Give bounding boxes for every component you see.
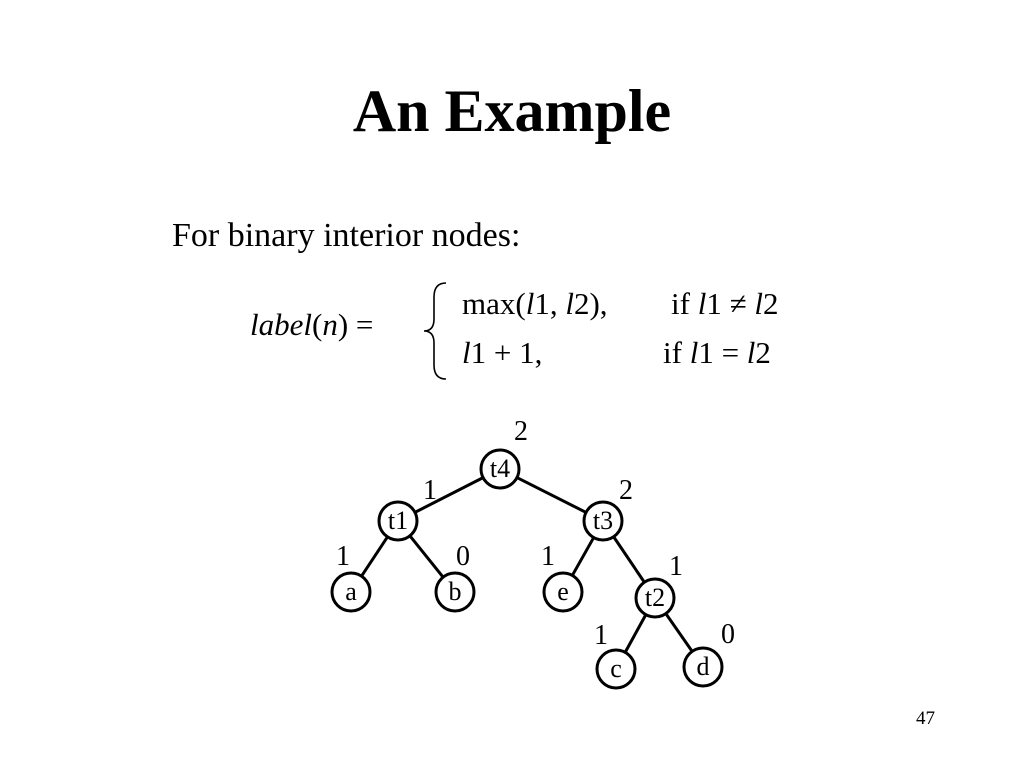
tree-node-value-c: 1 [594, 620, 608, 651]
case-2-var-l1: l [462, 335, 471, 370]
tree-node-value-d: 0 [721, 619, 735, 650]
tree-node-t1 [377, 500, 419, 542]
tree-edge-t2-c [623, 613, 648, 654]
case-1-expression: max(l1, l2), [462, 286, 608, 322]
tree-node-label-b: b [449, 577, 462, 606]
tree-node-label-c: c [610, 654, 622, 683]
case-2-plus-one: 1 + 1, [470, 335, 543, 370]
intro-text: For binary interior nodes: [172, 217, 521, 254]
case-1-not-equal: 1 ≠ [706, 286, 755, 321]
case-1-var-l2: l [565, 286, 574, 321]
tree-node-b [434, 571, 476, 613]
page-number: 47 [916, 708, 935, 729]
case-1-max: max( [462, 286, 526, 321]
tree-node-t3 [582, 500, 624, 542]
lhs-close-paren: ) [337, 307, 349, 342]
lhs-argument: n [322, 307, 338, 342]
tree-node-a [330, 571, 372, 613]
tree-node-value-a: 1 [336, 541, 350, 572]
tree-node-value-t4: 2 [514, 416, 528, 447]
case-2-cond-var-l2: l [746, 335, 756, 370]
slide-title: An Example [352, 78, 672, 144]
tree-node-value-b: 0 [456, 541, 470, 572]
tree-node-t4 [479, 448, 521, 490]
tree-edge-t4-t1 [414, 476, 484, 514]
tree-node-t2 [634, 577, 676, 619]
equals-sign: = [348, 307, 374, 342]
tree-edge-t1-b [408, 534, 445, 579]
tree-node-label-a: a [345, 577, 357, 606]
tree-node-label-e: e [557, 577, 569, 606]
case-2-if: if [663, 335, 690, 370]
tree-node-d [682, 646, 724, 688]
formula-lhs: label(n) = [250, 307, 373, 343]
case-1-condition: if l1 ≠ l2 [671, 286, 778, 322]
case-1-if: if [671, 286, 698, 321]
case-1-comma: 1, [534, 286, 566, 321]
case-1-cond-var-l1: l [697, 286, 707, 321]
tree-edge-t3-e [571, 536, 595, 577]
lhs-open-paren: ( [312, 307, 323, 342]
left-brace [423, 282, 447, 380]
tree-edge-t3-t2 [612, 535, 646, 584]
case-2-cond-var-l1: l [689, 335, 699, 370]
tree-node-value-t3: 2 [619, 475, 633, 506]
case-1-close: 2), [573, 286, 608, 321]
tree-node-label-t2: t2 [645, 583, 665, 612]
tree-node-value-t1: 1 [423, 475, 437, 506]
case-2-expression: l1 + 1, [462, 335, 542, 371]
tree-node-label-t1: t1 [388, 506, 408, 535]
case-2-cond-two: 2 [755, 335, 771, 370]
case-1-var-l1: l [525, 286, 535, 321]
case-2-equal: 1 = [698, 335, 747, 370]
tree-edge-t1-a [360, 536, 389, 577]
tree-node-value-t2: 1 [669, 551, 683, 582]
tree-node-c [595, 648, 637, 690]
label-function-name: label [250, 307, 312, 342]
tree-node-value-e: 1 [541, 541, 555, 572]
case-1-cond-var-l2: l [754, 286, 763, 321]
tree-edge-t2-d [664, 612, 694, 653]
tree-node-label-d: d [697, 652, 710, 681]
case-1-cond-two: 2 [762, 286, 779, 321]
tree-node-e [542, 571, 584, 613]
case-2-condition: if l1 = l2 [663, 335, 771, 371]
tree-node-label-t3: t3 [593, 506, 613, 535]
tree-edge-t4-t3 [516, 476, 587, 514]
tree-node-label-t4: t4 [490, 454, 510, 483]
